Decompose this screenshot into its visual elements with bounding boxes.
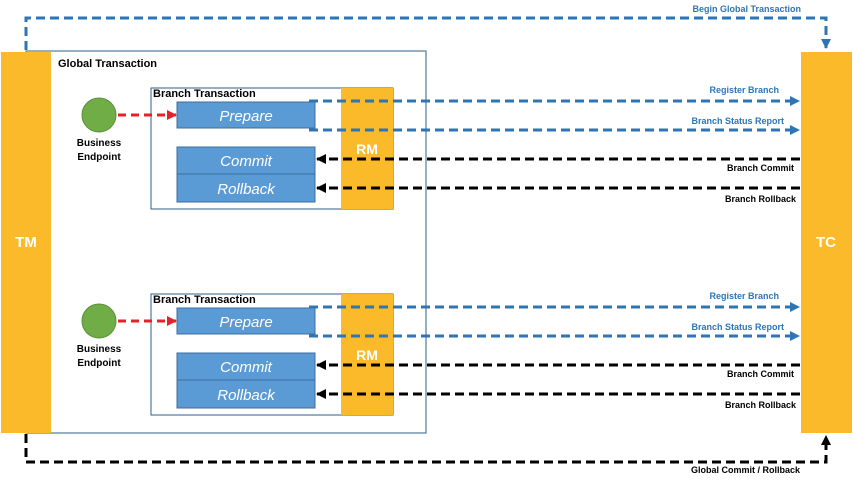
tm-node: [1, 52, 51, 433]
endpoint-label-line1: Business: [77, 138, 122, 149]
global-transaction-label: Global Transaction: [58, 58, 157, 70]
rollback-label: Rollback: [217, 181, 276, 198]
register-branch-label: Register Branch: [709, 291, 779, 301]
endpoint-label-line2: Endpoint: [77, 358, 121, 369]
prepare-box: [176, 101, 316, 129]
branch-title: Branch Transaction: [153, 88, 256, 100]
branch-commit-label: Branch Commit: [727, 163, 794, 173]
branch-status-report-label: Branch Status Report: [691, 322, 784, 332]
register-branch-label: Register Branch: [709, 85, 779, 95]
tc-label: TC: [816, 234, 836, 251]
branch-rollback-label: Branch Rollback: [725, 400, 797, 410]
branch-rollback-label: Branch Rollback: [725, 194, 797, 204]
global-commit-rollback-label: Global Commit / Rollback: [691, 465, 801, 475]
global-commit-rollback-arrow: [24, 434, 831, 464]
business-endpoint-icon: [81, 303, 117, 339]
prepare-label: Prepare: [219, 108, 272, 125]
rm-label: RM: [356, 141, 378, 157]
rollback-box: [176, 379, 316, 409]
begin-global-transaction-arrow: [24, 16, 831, 50]
branch-transaction-1: Branch Transaction Business Endpoint Pre…: [77, 85, 800, 210]
rollback-box: [176, 173, 316, 203]
branch-commit-label: Branch Commit: [727, 369, 794, 379]
commit-label: Commit: [220, 359, 272, 376]
prepare-label: Prepare: [219, 314, 272, 331]
endpoint-label-line1: Business: [77, 344, 122, 355]
endpoint-label-line2: Endpoint: [77, 152, 121, 163]
tc-node: [801, 52, 852, 433]
commit-label: Commit: [220, 153, 272, 170]
prepare-box: [176, 307, 316, 335]
tm-label: TM: [15, 234, 37, 251]
begin-global-transaction-label: Begin Global Transaction: [692, 4, 801, 14]
rm-label: RM: [356, 347, 378, 363]
branch-transaction-2: Branch Transaction Business Endpoint Pre…: [77, 291, 800, 416]
rollback-label: Rollback: [217, 387, 276, 404]
business-endpoint-icon: [81, 97, 117, 133]
commit-box: [176, 352, 316, 381]
branch-status-report-label: Branch Status Report: [691, 116, 784, 126]
branch-title: Branch Transaction: [153, 294, 256, 306]
